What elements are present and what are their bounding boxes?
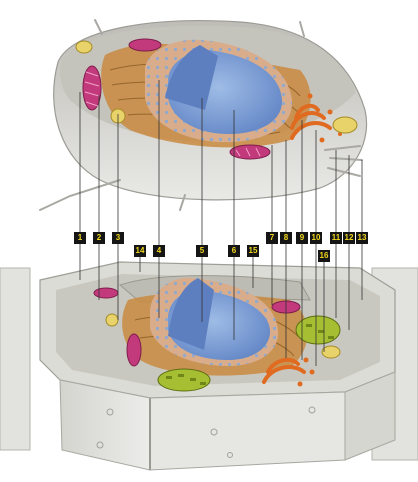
label-5: 5: [196, 245, 208, 257]
golgi-animal: [290, 103, 332, 140]
label-8: 8: [280, 232, 292, 244]
label-2: 2: [93, 232, 105, 244]
label-14: 14: [134, 245, 146, 257]
label-6: 6: [228, 245, 240, 257]
label-15: 15: [247, 245, 259, 257]
label-16: 16: [318, 250, 330, 262]
label-11: 11: [330, 232, 342, 244]
chloroplasts-plant: [157, 315, 341, 392]
plant-cell: [0, 261, 418, 471]
label-7: 7: [266, 232, 278, 244]
label-9: 9: [296, 232, 308, 244]
animal-cell: [39, 19, 368, 211]
label-3: 3: [112, 232, 124, 244]
nucleolus-animal: [165, 45, 218, 110]
label-13: 13: [356, 232, 368, 244]
label-12: 12: [343, 232, 355, 244]
mitochondria-animal: [82, 38, 271, 160]
label-1: 1: [74, 232, 86, 244]
label-10: 10: [310, 232, 322, 244]
leader-lines: [79, 80, 363, 366]
golgi-plant: [262, 357, 306, 384]
label-4: 4: [153, 245, 165, 257]
